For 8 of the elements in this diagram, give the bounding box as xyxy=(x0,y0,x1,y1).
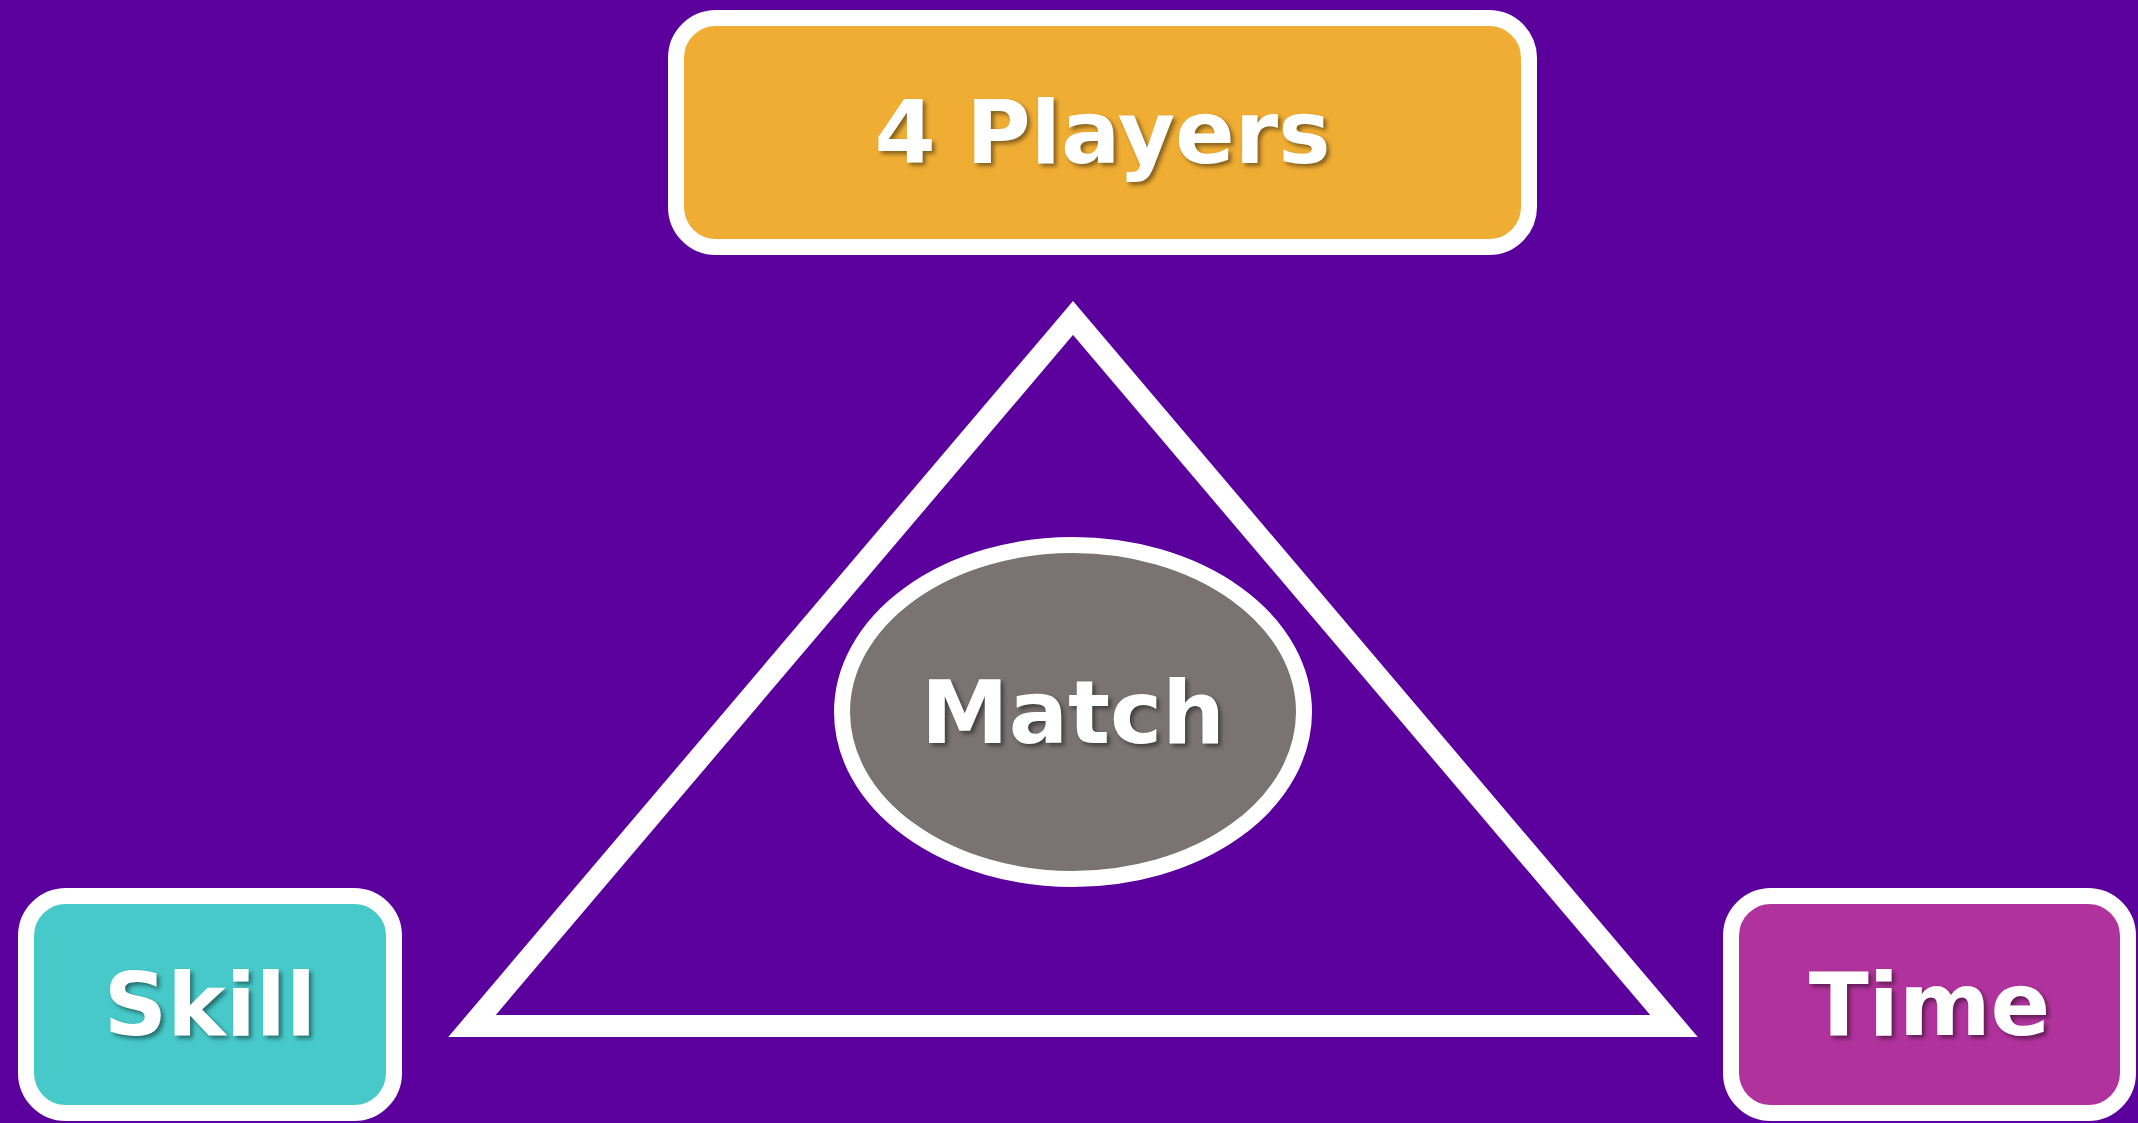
node-label: Skill xyxy=(103,953,317,1056)
node-label: Time xyxy=(1808,953,2051,1056)
rounded-box xyxy=(18,888,402,1121)
rounded-box xyxy=(1723,888,2136,1121)
node-label: 4 Players xyxy=(874,81,1331,184)
rounded-box xyxy=(668,10,1537,255)
ellipse-node xyxy=(834,537,1312,887)
node-label: Match xyxy=(921,660,1225,764)
